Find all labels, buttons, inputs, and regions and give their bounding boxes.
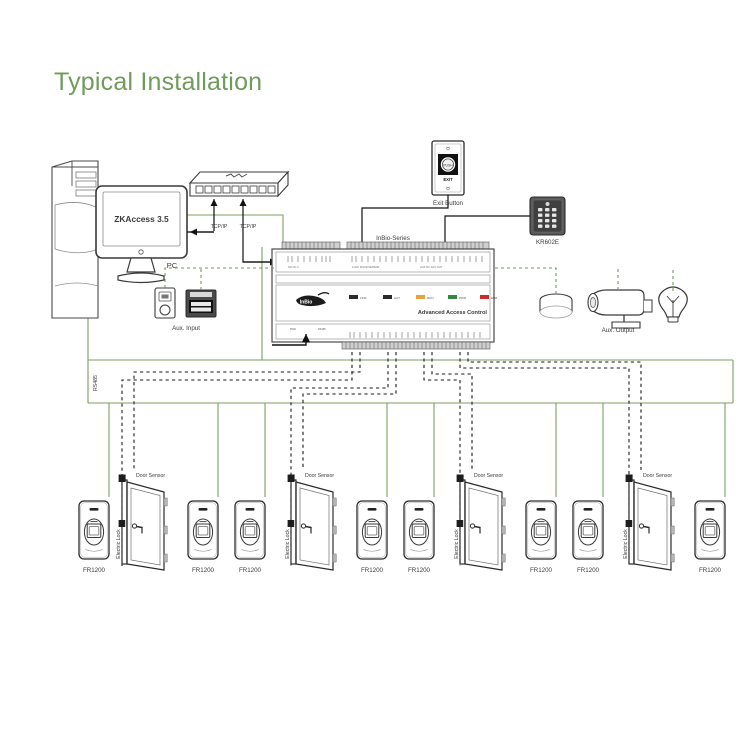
aux-input-group: Aux. Input <box>154 287 217 332</box>
kr602e-wire <box>444 215 530 247</box>
fr1200-label-2: FR1200 <box>192 567 215 574</box>
fr1200-label-3: FR1200 <box>239 567 262 574</box>
aux-output-wires <box>494 267 674 294</box>
fr1200-reader-2: FR1200 <box>187 500 219 574</box>
fr1200-label-7: FR1200 <box>577 567 600 574</box>
fr1200-label-1: FR1200 <box>83 567 106 574</box>
door-sensor-label-2: Door Sensor <box>305 473 334 479</box>
inbio-controller: InBio-Series <box>271 235 498 350</box>
exit-button-text: EXIT <box>443 177 453 182</box>
fr1200-label-4: FR1200 <box>361 567 384 574</box>
pc-workstation: ZKAccess 3.5 PC <box>51 160 188 319</box>
aux-output-label: Aux. Output <box>602 327 635 334</box>
door-control-wires <box>121 352 642 566</box>
rs485-bus-lines <box>87 214 734 497</box>
fr1200-reader-1: FR1200 <box>78 500 110 574</box>
aux-output-group: Aux. Output <box>539 286 688 334</box>
controller-subtitle: Advanced Access Control <box>418 310 488 316</box>
door-group-4: Door Sensor Electric Lock <box>623 473 675 571</box>
door-group-3: Door Sensor Electric Lock <box>454 473 506 571</box>
electric-lock-label-3: Electric Lock <box>454 529 460 559</box>
aux-input-wires <box>164 267 277 290</box>
rs485-label: RS485 <box>93 375 99 391</box>
pc-screen-text: ZKAccess 3.5 <box>114 214 169 224</box>
svg-text:ERR: ERR <box>491 296 498 300</box>
fr1200-reader-7: FR1200 <box>572 500 604 574</box>
svg-text:ACT: ACT <box>394 296 400 300</box>
controller-title: InBio-Series <box>376 235 410 242</box>
tcpip-wires <box>187 199 277 263</box>
door-sensor-label-4: Door Sensor <box>643 473 672 479</box>
fr1200-reader-8: FR1200 <box>694 500 726 574</box>
svg-text:LINK: LINK <box>360 296 367 300</box>
fr1200-label-6: FR1200 <box>530 567 553 574</box>
pc-label: PC <box>167 261 178 270</box>
power-wire <box>272 334 311 346</box>
electric-lock-label-1: Electric Lock <box>116 529 122 559</box>
network-switch <box>188 170 290 198</box>
door-group-2: Door Sensor Electric Lock <box>285 473 337 571</box>
controller-brand: InBio <box>296 292 330 307</box>
svg-text:PWR: PWR <box>290 328 296 331</box>
svg-text:PUSH: PUSH <box>443 164 453 168</box>
fr1200-label-5: FR1200 <box>408 567 431 574</box>
fr1200-reader-5: FR1200 <box>403 500 435 574</box>
controller-brand-text: InBio <box>300 300 313 306</box>
svg-text:NO NC C: NO NC C <box>288 265 299 269</box>
rs485-label-group: RS485 <box>93 375 99 391</box>
electric-lock-label-4: Electric Lock <box>623 529 629 559</box>
svg-text:AUX IN / AUX OUT: AUX IN / AUX OUT <box>420 265 443 269</box>
svg-text:PWR: PWR <box>459 296 467 300</box>
kr602e-label: KR602E <box>536 239 559 246</box>
fr1200-label-8: FR1200 <box>699 567 722 574</box>
aux-input-label: Aux. Input <box>172 325 200 332</box>
tcpip-label-2: TCP/IP <box>240 224 257 230</box>
electric-lock-label-2: Electric Lock <box>285 529 291 559</box>
door-group-1: Door Sensor Electric Lock <box>116 473 168 571</box>
svg-text:RS485: RS485 <box>318 328 326 331</box>
fr1200-reader-3: FR1200 <box>234 500 266 574</box>
controller-leds: LINK ACT RUN PWR ERR <box>349 295 498 300</box>
door-sensor-label-1: Door Sensor <box>136 473 165 479</box>
fr1200-reader-6: FR1200 <box>525 500 557 574</box>
exit-button-wire <box>361 195 449 247</box>
svg-text:LOCK DOOR SENSOR: LOCK DOOR SENSOR <box>352 265 379 269</box>
fr1200-reader-4: FR1200 <box>356 500 388 574</box>
tcpip-wire-pc-link <box>190 228 277 266</box>
page-title: Typical Installation <box>54 68 263 96</box>
tcpip-label-1: TCP/IP <box>211 224 228 230</box>
door-sensor-label-3: Door Sensor <box>474 473 503 479</box>
kr602e-reader: KR602E <box>529 196 566 246</box>
svg-text:RUN: RUN <box>427 296 434 300</box>
